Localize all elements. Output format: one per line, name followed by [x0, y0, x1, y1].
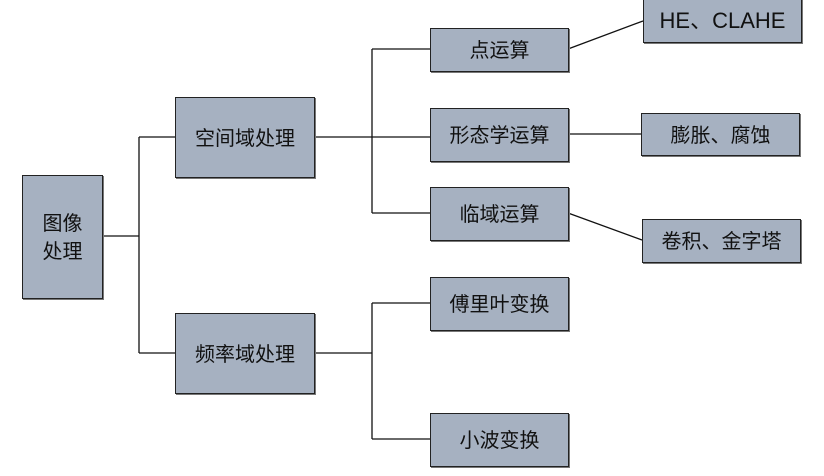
node-he-clahe: HE、CLAHE	[643, 0, 802, 43]
node-label: 卷积、金字塔	[661, 229, 782, 253]
node-label: 小波变换	[459, 428, 540, 452]
node-spatial-domain: 空间域处理	[175, 97, 315, 178]
node-morphology-operation: 形态学运算	[430, 108, 569, 162]
node-label: HE、CLAHE	[659, 7, 786, 33]
node-label: 临域运算	[459, 202, 540, 226]
node-point-operation: 点运算	[430, 28, 569, 72]
node-label: 空间域处理	[195, 125, 295, 150]
node-neighborhood-operation: 临域运算	[430, 187, 569, 241]
node-dilate-erode: 膨胀、腐蚀	[641, 113, 800, 156]
node-label: 图像处理	[42, 211, 83, 263]
connector-spatial	[314, 48, 430, 214]
node-label: 形态学运算	[449, 123, 550, 147]
node-frequency-domain: 频率域处理	[175, 313, 315, 394]
connector-neigh-conv	[567, 212, 643, 241]
node-wavelet-transform: 小波变换	[430, 413, 569, 467]
node-fourier-transform: 傅里叶变换	[430, 277, 569, 331]
node-image-processing: 图像处理	[22, 175, 103, 299]
node-label: 点运算	[469, 38, 530, 62]
node-label: 膨胀、腐蚀	[670, 122, 771, 147]
node-label: 频率域处理	[195, 341, 295, 366]
node-convolution-pyramid: 卷积、金字塔	[642, 219, 801, 263]
connector-root	[102, 136, 175, 354]
connector-frequency	[314, 302, 430, 440]
node-label: 傅里叶变换	[449, 292, 550, 316]
connector-point-he	[567, 20, 644, 50]
